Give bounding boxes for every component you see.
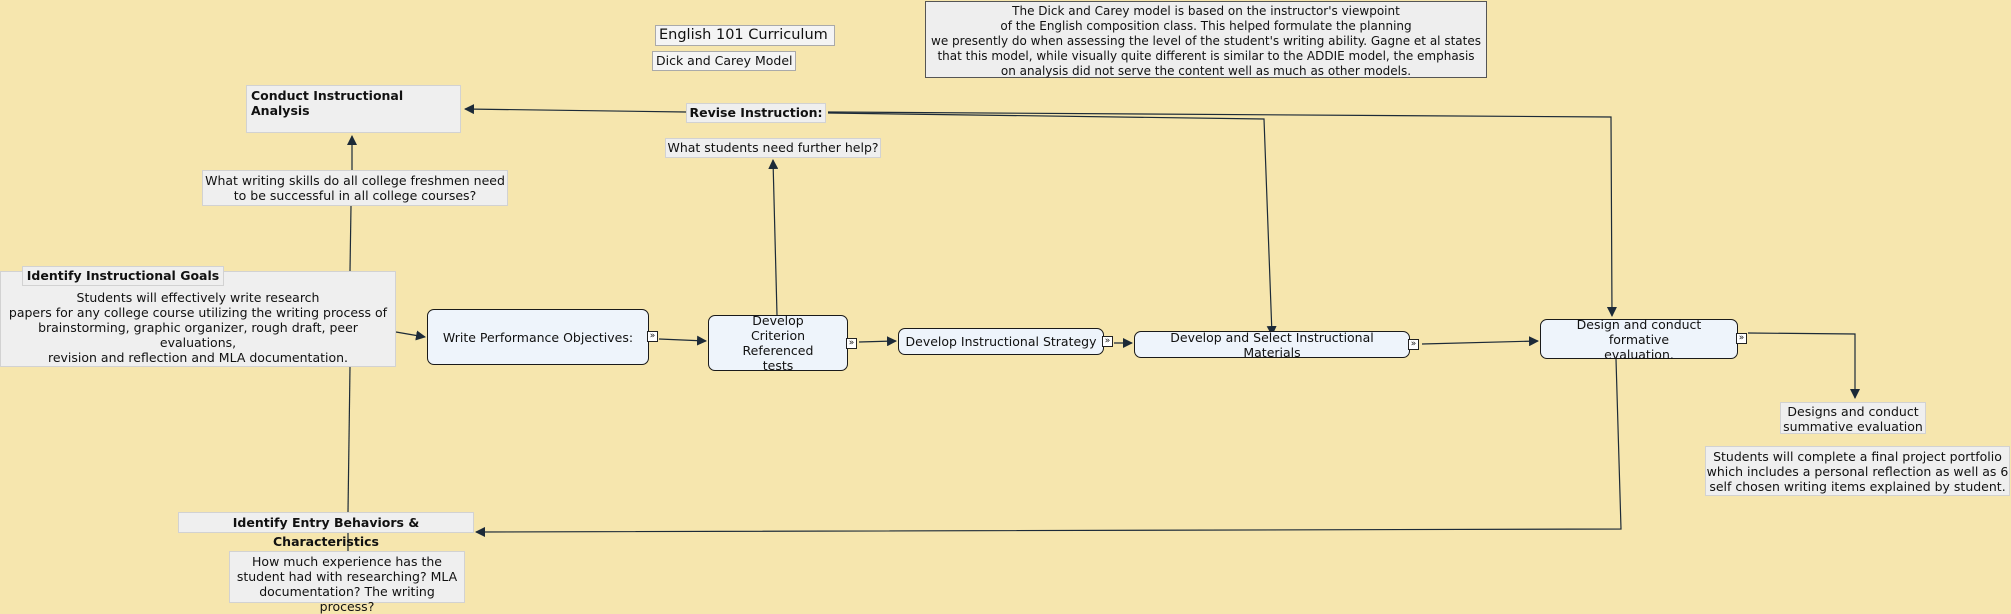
text-line: Students will complete a final project p… bbox=[1713, 449, 2002, 464]
curriculum-title: English 101 Curriculum bbox=[655, 25, 835, 46]
formative-evaluation-node[interactable]: Design and conduct formative evaluation. bbox=[1540, 316, 1738, 362]
text-line: which includes a personal reflection as … bbox=[1706, 464, 2009, 479]
text-line: documentation? The writing process? bbox=[259, 584, 435, 614]
expand-icon[interactable]: » bbox=[846, 338, 857, 349]
model-note: The Dick and Carey model is based on the… bbox=[925, 1, 1487, 78]
write-objectives-node[interactable]: Write Performance Objectives: bbox=[427, 309, 649, 365]
text-line: Students will effectively write research bbox=[76, 290, 320, 305]
expand-icon[interactable]: » bbox=[1102, 336, 1113, 347]
revise-instruction-node[interactable]: Revise Instruction: bbox=[686, 103, 826, 123]
summative-evaluation-node[interactable]: Designs and conduct summative evaluation bbox=[1780, 402, 1926, 434]
text-line: brainstorming, graphic organizer, rough … bbox=[38, 320, 358, 350]
link-goals-to-entry-behaviors bbox=[347, 366, 351, 513]
link-tests-to-strategy bbox=[858, 336, 897, 347]
node-label: Develop and Select Instructional Materia… bbox=[1170, 329, 1374, 360]
entry-question-note: How much experience has the student had … bbox=[229, 551, 465, 614]
text-line: to be successful in all college courses? bbox=[233, 188, 477, 203]
criterion-tests-node[interactable]: Develop Criterion Referenced tests bbox=[708, 313, 848, 373]
select-materials-node[interactable]: Develop and Select Instructional Materia… bbox=[1134, 329, 1410, 360]
link-revise-to-materials bbox=[827, 112, 1277, 336]
expand-icon[interactable]: » bbox=[1736, 333, 1747, 344]
note-line: that this model, while visually quite di… bbox=[937, 49, 1475, 63]
instructional-goals-text: Students will effectively write research… bbox=[0, 271, 396, 367]
link-materials-to-formative bbox=[1421, 336, 1539, 347]
link-revise-to-formative bbox=[827, 111, 1617, 317]
expand-icon[interactable]: » bbox=[647, 331, 658, 342]
note-line: we presently do when assessing the level… bbox=[931, 34, 1481, 48]
expand-icon[interactable]: » bbox=[1408, 339, 1419, 350]
link-formative-to-entry-behaviors bbox=[475, 358, 1622, 537]
analysis-question-note: What writing skills do all college fresh… bbox=[202, 170, 508, 206]
link-tests-to-revise-question bbox=[768, 159, 779, 316]
node-label-line: tests bbox=[762, 358, 794, 373]
note-line: on analysis did not serve the content we… bbox=[1000, 64, 1412, 78]
text-line: student had with researching? MLA bbox=[236, 569, 458, 584]
link-revise-to-conduct-analysis bbox=[464, 104, 687, 115]
model-name: Dick and Carey Model bbox=[652, 51, 796, 71]
node-label-line: evaluation. bbox=[1604, 346, 1674, 362]
note-line: of the English composition class. This h… bbox=[1000, 19, 1412, 33]
node-label-line: Design and conduct formative bbox=[1576, 316, 1702, 347]
conduct-analysis-node[interactable]: Conduct Instructional Analysis bbox=[246, 85, 461, 133]
node-label-line: Criterion Referenced bbox=[742, 328, 814, 358]
link-goals-to-objectives bbox=[395, 330, 426, 341]
instructional-strategy-node[interactable]: Develop Instructional Strategy bbox=[898, 328, 1104, 355]
text-line: revision and reflection and MLA document… bbox=[47, 350, 349, 365]
node-label-line: Develop bbox=[752, 313, 804, 328]
entry-behaviors-node[interactable]: Identify Entry Behaviors & Characteristi… bbox=[178, 512, 474, 549]
text-line: Designs and conduct bbox=[1787, 404, 1919, 419]
text-line: self chosen writing items explained by s… bbox=[1709, 479, 2006, 494]
text-line: papers for any college course utilizing … bbox=[8, 305, 388, 320]
summative-portfolio-note: Students will complete a final project p… bbox=[1705, 446, 2010, 496]
node-label: Develop Instructional Strategy bbox=[905, 334, 1097, 349]
identify-goals-node[interactable]: Identify Instructional Goals bbox=[22, 266, 224, 286]
link-objectives-to-criterion-tests bbox=[658, 335, 707, 346]
revise-question-note: What students need further help? bbox=[665, 138, 881, 158]
text-line: summative evaluation bbox=[1783, 419, 1923, 434]
link-formative-to-summative bbox=[1747, 332, 1860, 399]
text-line: What writing skills do all college fresh… bbox=[205, 173, 505, 188]
note-line: The Dick and Carey model is based on the… bbox=[1012, 4, 1400, 18]
text-line: How much experience has the bbox=[252, 554, 442, 569]
node-label: Write Performance Objectives: bbox=[442, 329, 634, 345]
link-goals-to-analysis-question bbox=[349, 205, 352, 272]
